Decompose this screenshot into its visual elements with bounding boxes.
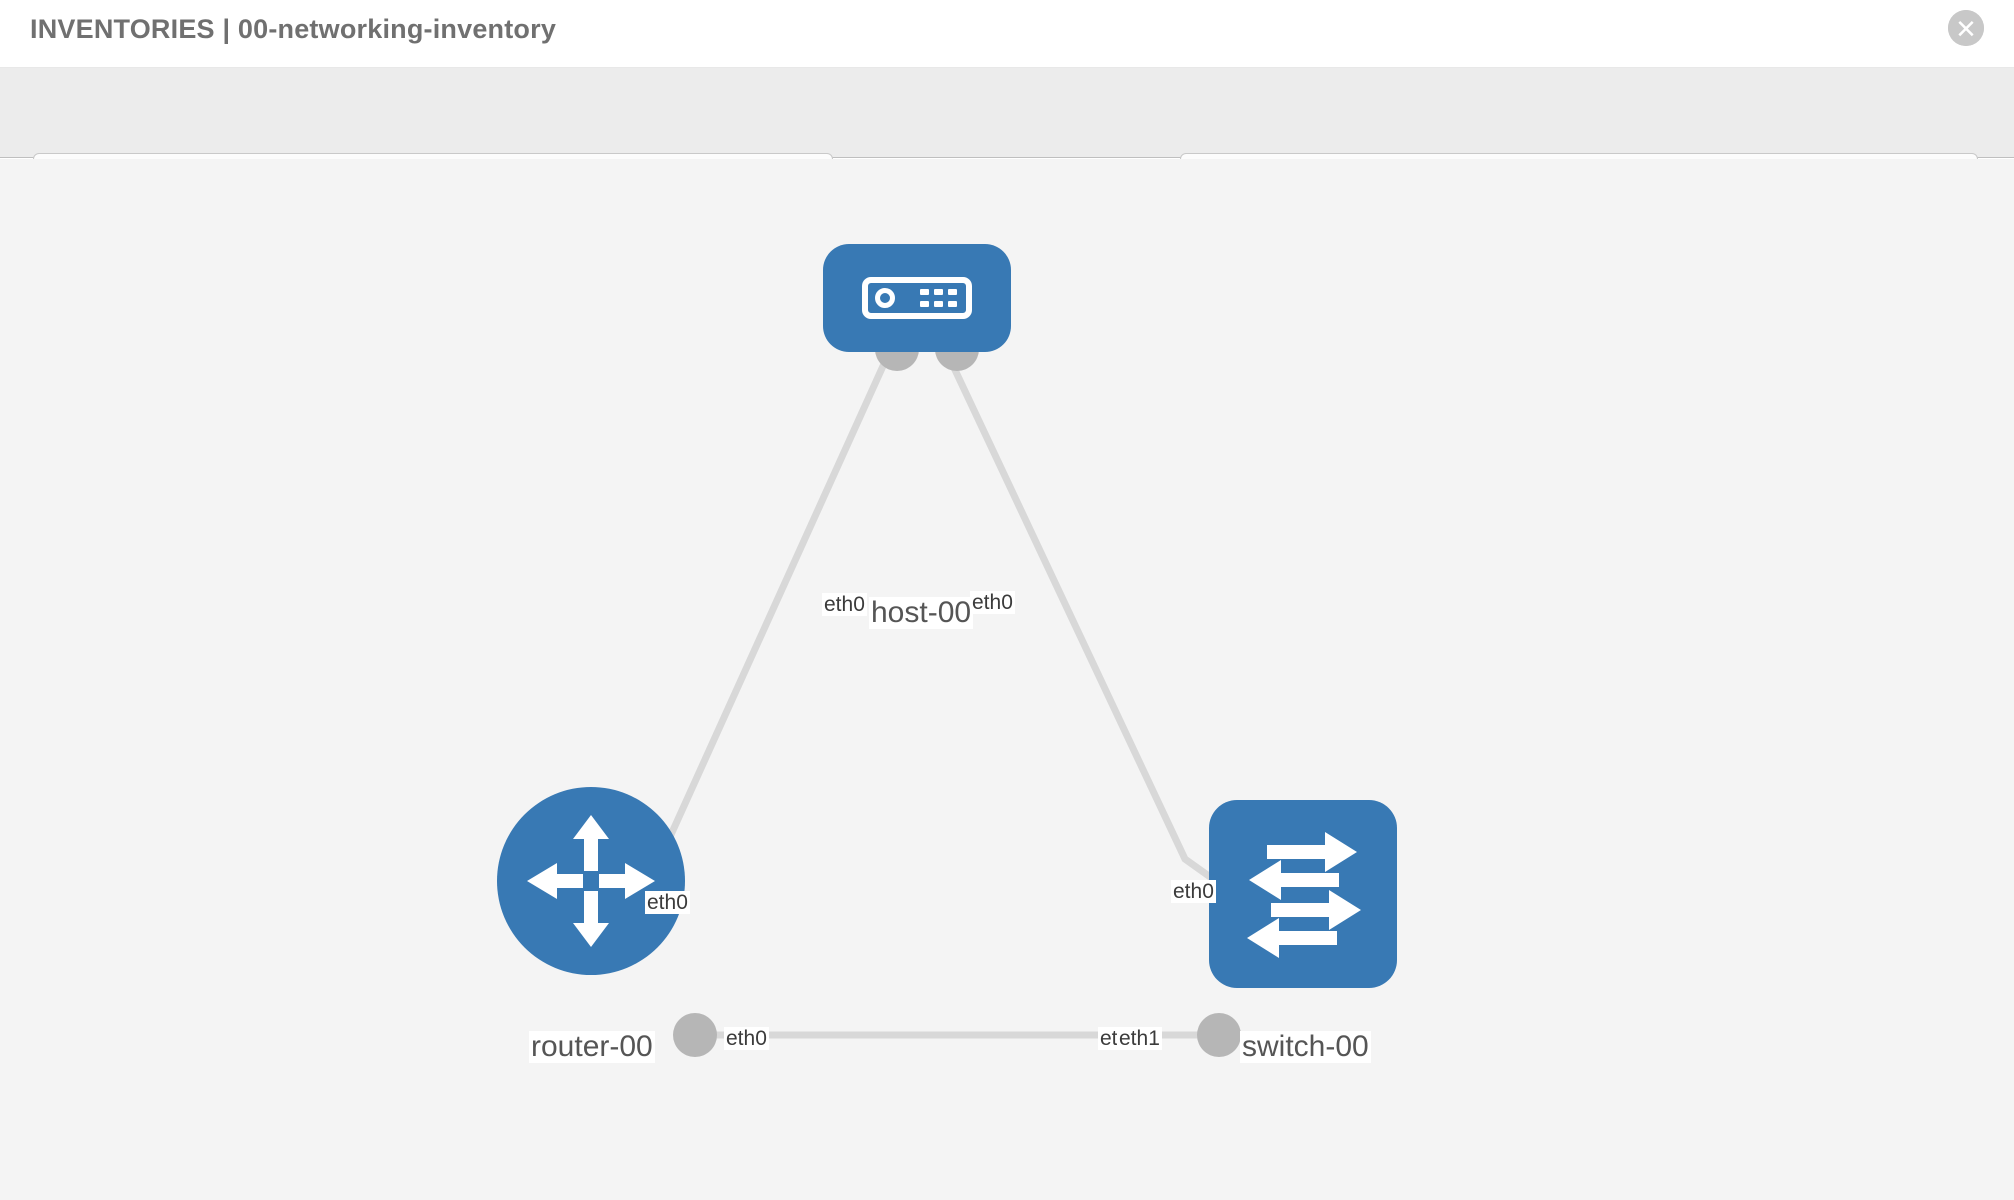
server-device-icon xyxy=(823,244,1011,352)
router-arrows-icon xyxy=(497,787,685,975)
node-router-00[interactable] xyxy=(497,787,685,975)
iface-label-host-eth0-left: eth0 xyxy=(822,593,867,617)
node-switch-00[interactable] xyxy=(1209,800,1397,988)
iface-label-switch-eth1: eth1 xyxy=(1117,1027,1162,1051)
link-host-switch xyxy=(944,351,1252,908)
iface-label-router-uplink-eth0: eth0 xyxy=(645,891,690,915)
node-host-00[interactable] xyxy=(823,244,1011,352)
node-label-switch-00: switch-00 xyxy=(1240,1030,1371,1063)
toolbar: ACTIONS SEARCH xyxy=(0,68,2014,205)
connector-router-eth0[interactable] xyxy=(673,1013,717,1057)
iface-label-host-eth0-right: eth0 xyxy=(970,591,1015,615)
page-title: INVENTORIES | 00-networking-inventory xyxy=(30,14,557,44)
topology-canvas[interactable]: host-00 router-00 xyxy=(0,159,2014,1200)
switch-arrows-icon xyxy=(1209,800,1397,988)
iface-label-router-eth0: eth0 xyxy=(724,1027,769,1051)
connector-switch-eth1[interactable] xyxy=(1197,1013,1241,1057)
page-header: INVENTORIES | 00-networking-inventory xyxy=(0,0,2014,68)
node-label-router-00: router-00 xyxy=(529,1030,655,1063)
iface-label-switch-uplink-eth0: eth0 xyxy=(1171,880,1216,904)
node-label-host-00: host-00 xyxy=(869,596,974,629)
close-icon[interactable] xyxy=(1948,10,1984,46)
